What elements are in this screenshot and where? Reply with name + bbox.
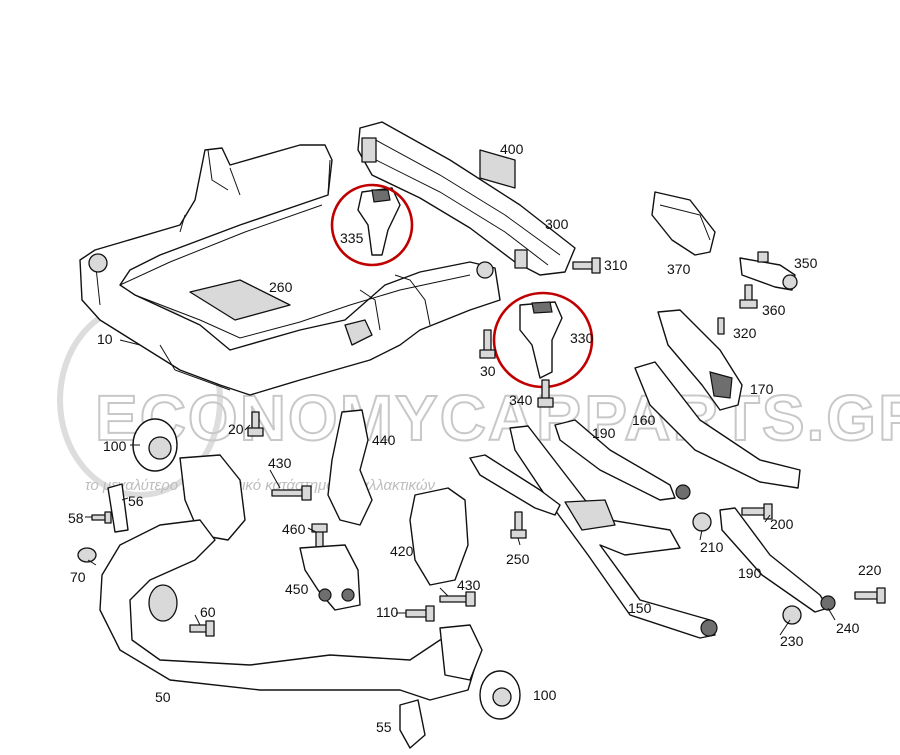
plate-260 — [189, 279, 291, 321]
washer-70 — [77, 547, 97, 563]
pin-320 — [717, 317, 725, 335]
label-56[interactable]: 56 — [128, 493, 144, 509]
watermark-brand: ECONOMYCARPARTS.GR — [95, 382, 900, 454]
bolt-110 — [405, 605, 435, 622]
label-100-right[interactable]: 100 — [533, 687, 557, 703]
label-335[interactable]: 335 — [340, 230, 364, 246]
bracket-370 — [651, 191, 716, 256]
bolt-430-upper — [271, 485, 312, 501]
label-30[interactable]: 30 — [480, 363, 496, 379]
label-200[interactable]: 200 — [770, 516, 794, 532]
label-220[interactable]: 220 — [858, 562, 882, 578]
label-160[interactable]: 160 — [632, 412, 656, 428]
label-450[interactable]: 450 — [285, 581, 309, 597]
bolt-250 — [510, 511, 527, 539]
bolt-220 — [854, 587, 886, 604]
link-170 — [657, 309, 743, 411]
bushing-240 — [820, 595, 836, 611]
bolt-58 — [91, 511, 112, 524]
bolt-430-lower — [439, 591, 476, 607]
label-370[interactable]: 370 — [667, 261, 691, 277]
label-190-lower[interactable]: 190 — [738, 565, 762, 581]
bracket-55 — [399, 699, 426, 749]
label-55[interactable]: 55 — [376, 719, 392, 735]
shield-420 — [409, 487, 469, 586]
label-230[interactable]: 230 — [780, 633, 804, 649]
label-430-upper[interactable]: 430 — [268, 455, 292, 471]
bolt-60 — [189, 620, 215, 637]
arm-150 — [469, 425, 718, 639]
label-240[interactable]: 240 — [836, 620, 860, 636]
crossmember-300 — [357, 121, 576, 276]
label-330[interactable]: 330 — [570, 330, 594, 346]
leader-lines — [85, 339, 836, 636]
bracket-440 — [327, 409, 373, 526]
highlight-335 — [330, 183, 414, 267]
bracket-56 — [107, 483, 129, 533]
label-110[interactable]: 110 — [376, 604, 399, 620]
label-440[interactable]: 440 — [372, 432, 396, 448]
label-58[interactable]: 58 — [68, 510, 84, 526]
label-430-lower[interactable]: 430 — [457, 577, 481, 593]
arm-190-upper — [554, 419, 676, 501]
hub-100-right — [479, 670, 521, 720]
label-210[interactable]: 210 — [700, 539, 724, 555]
bolt-340 — [537, 379, 554, 408]
watermark-tagline: το μεγαλύτερο ηλεκτρονικό κατάστημα αντα… — [85, 477, 436, 494]
subframe-10 — [79, 144, 501, 396]
bolt-30 — [479, 329, 496, 359]
label-190-upper[interactable]: 190 — [592, 425, 616, 441]
bolt-200 — [741, 503, 773, 520]
label-60[interactable]: 60 — [200, 604, 216, 620]
label-100-left[interactable]: 100 — [103, 438, 127, 454]
label-320[interactable]: 320 — [733, 325, 757, 341]
label-10[interactable]: 10 — [97, 331, 113, 347]
label-420[interactable]: 420 — [390, 543, 414, 559]
label-20[interactable]: 20 — [228, 421, 244, 437]
nut-210 — [692, 512, 712, 532]
label-310[interactable]: 310 — [604, 257, 628, 273]
label-170[interactable]: 170 — [750, 381, 774, 397]
knuckle-50 — [99, 454, 483, 701]
label-150[interactable]: 150 — [628, 600, 652, 616]
pad-400 — [479, 149, 516, 189]
bolt-20 — [247, 411, 264, 437]
arm-160 — [634, 361, 801, 500]
label-460[interactable]: 460 — [282, 521, 306, 537]
label-260[interactable]: 260 — [269, 279, 293, 295]
label-70[interactable]: 70 — [70, 569, 86, 585]
nut-230 — [782, 605, 802, 625]
label-360[interactable]: 360 — [762, 302, 786, 318]
bushing-350 — [739, 251, 798, 291]
label-250[interactable]: 250 — [506, 551, 530, 567]
label-50[interactable]: 50 — [155, 689, 171, 705]
label-400[interactable]: 400 — [500, 141, 524, 157]
bracket-330 — [519, 301, 563, 379]
bracket-335 — [357, 187, 401, 256]
bolt-310 — [572, 257, 601, 274]
label-340[interactable]: 340 — [509, 392, 533, 408]
part-labels: 10 20 30 50 55 56 58 60 70 100 100 110 1… — [68, 141, 882, 735]
hub-100-left — [132, 418, 178, 472]
bolt-360 — [739, 284, 758, 309]
label-300[interactable]: 300 — [545, 216, 569, 232]
label-350[interactable]: 350 — [794, 255, 818, 271]
